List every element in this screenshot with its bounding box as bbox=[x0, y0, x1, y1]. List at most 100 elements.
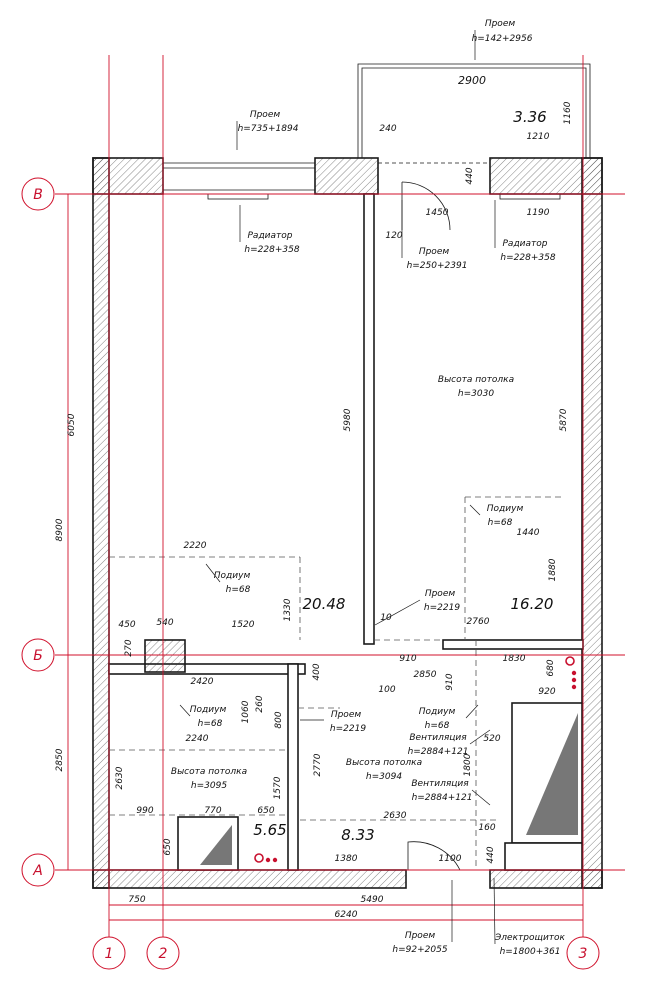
note-ceiling-hall-h: h=3094 bbox=[366, 772, 402, 782]
axis-bubble-a bbox=[21, 853, 55, 887]
annotations: Проем h=142+2956 Проем h=735+1894 Радиат… bbox=[171, 19, 566, 957]
dim-440-bottom: 440 bbox=[486, 846, 496, 863]
dim-5490: 5490 bbox=[361, 895, 384, 905]
note-electro: Электрощиток bbox=[494, 933, 566, 943]
note-ceiling-hall: Высота потолка bbox=[346, 758, 422, 768]
axis-lines bbox=[55, 55, 625, 940]
note-proem-left-h: h=735+1894 bbox=[238, 124, 299, 134]
wall-partition-right bbox=[442, 639, 584, 650]
axis-label-2: 2 bbox=[159, 946, 168, 962]
note-proem-corr: Проем bbox=[331, 710, 362, 720]
dim-1800: 1800 bbox=[463, 753, 473, 776]
axis-label-v: В bbox=[33, 187, 43, 203]
dim-1330: 1330 bbox=[283, 598, 293, 621]
dim-120: 120 bbox=[385, 231, 402, 241]
wall-bath-partition bbox=[287, 663, 299, 871]
dim-2420: 2420 bbox=[191, 677, 214, 687]
dim-2900: 2900 bbox=[458, 74, 486, 87]
area-bedroom: 16.20 bbox=[511, 595, 554, 613]
socket-ring-right bbox=[565, 656, 575, 666]
dim-440: 440 bbox=[465, 167, 475, 184]
area-hall: 8.33 bbox=[341, 826, 374, 844]
dim-2240: 2240 bbox=[186, 734, 209, 744]
note-vent-b-h: h=2884+121 bbox=[412, 793, 473, 803]
dim-750: 750 bbox=[128, 895, 145, 905]
note-ceiling-bath: Высота потолка bbox=[171, 767, 247, 777]
socket-ring-left bbox=[254, 853, 264, 863]
dim-8900: 8900 bbox=[55, 518, 65, 541]
note-radiator-right-h: h=228+358 bbox=[500, 253, 555, 263]
radiator-left bbox=[207, 193, 269, 200]
dim-6240: 6240 bbox=[335, 910, 358, 920]
note-radiator-left-h: h=228+358 bbox=[244, 245, 299, 255]
dim-450: 450 bbox=[118, 620, 135, 630]
room-areas: 3.36 20.48 16.20 5.65 8.33 bbox=[253, 108, 553, 844]
dim-5980: 5980 bbox=[343, 408, 353, 431]
dim-650-side: 650 bbox=[163, 838, 173, 855]
note-podium-bath-h: h=68 bbox=[198, 719, 223, 729]
note-podium-right: Подиум bbox=[487, 504, 524, 514]
dim-920: 920 bbox=[538, 687, 555, 697]
dim-1380: 1380 bbox=[335, 854, 358, 864]
dim-1100: 1100 bbox=[439, 854, 462, 864]
area-balcony: 3.36 bbox=[513, 108, 546, 126]
dim-100: 100 bbox=[378, 685, 395, 695]
wall-left bbox=[92, 157, 110, 889]
axis-bubble-b bbox=[21, 638, 55, 672]
dim-1830: 1830 bbox=[503, 654, 526, 664]
dim-680: 680 bbox=[546, 659, 556, 676]
dim-650-top: 650 bbox=[257, 806, 274, 816]
note-vent-a: Вентиляция bbox=[409, 733, 467, 743]
dim-2220: 2220 bbox=[184, 541, 207, 551]
dim-2850-left: 2850 bbox=[55, 748, 65, 771]
axis-bubble-2 bbox=[146, 936, 180, 970]
note-proem-door: Проем bbox=[419, 247, 450, 257]
note-podium-right-h: h=68 bbox=[488, 518, 513, 528]
note-podium-bath: Подиум bbox=[190, 705, 227, 715]
dim-2630-right: 2630 bbox=[384, 811, 407, 821]
dim-1440: 1440 bbox=[517, 528, 540, 538]
note-podium-left-h: h=68 bbox=[226, 585, 251, 595]
dim-270: 270 bbox=[124, 639, 134, 656]
note-radiator-right: Радиатор bbox=[503, 239, 548, 249]
dim-260: 260 bbox=[255, 695, 265, 712]
note-radiator-left: Радиатор bbox=[248, 231, 293, 241]
note-proem-mid-h: h=2219 bbox=[424, 603, 460, 613]
door-swing bbox=[401, 181, 451, 231]
axis-label-b: Б bbox=[33, 648, 43, 664]
note-proem-left: Проем bbox=[250, 110, 281, 120]
note-vent-a-h: h=2884+121 bbox=[408, 747, 469, 757]
dim-10: 10 bbox=[380, 613, 392, 623]
dashed-lines bbox=[109, 496, 565, 870]
axis-label-1: 1 bbox=[105, 946, 114, 962]
note-podium-vent: Подиум bbox=[419, 707, 456, 717]
wall-right bbox=[581, 157, 603, 889]
wall-top-pier-mid bbox=[314, 157, 379, 195]
dim-1190: 1190 bbox=[527, 208, 550, 218]
wall-top-pier-left bbox=[92, 157, 164, 195]
dim-2770: 2770 bbox=[313, 753, 323, 776]
wall-partition-vertical bbox=[363, 193, 375, 645]
dim-1520: 1520 bbox=[232, 620, 255, 630]
wall-column bbox=[144, 639, 186, 673]
axis-bubble-v bbox=[21, 177, 55, 211]
dim-800: 800 bbox=[274, 711, 284, 728]
dim-990: 990 bbox=[136, 806, 153, 816]
wall-bottom-left bbox=[92, 869, 407, 889]
axis-label-3: 3 bbox=[579, 946, 588, 962]
dim-1450: 1450 bbox=[426, 208, 449, 218]
axis-bubbles bbox=[21, 177, 600, 970]
dim-2760: 2760 bbox=[467, 617, 490, 627]
note-podium-left: Подиум bbox=[214, 571, 251, 581]
note-electro-h: h=1800+361 bbox=[500, 947, 561, 957]
dim-400: 400 bbox=[312, 663, 322, 680]
dim-2850-mid: 2850 bbox=[414, 670, 437, 680]
leader-lines bbox=[179, 30, 496, 945]
dim-910-right: 910 bbox=[445, 673, 455, 690]
shafts bbox=[200, 713, 578, 865]
dim-1210: 1210 bbox=[527, 132, 550, 142]
dim-5870: 5870 bbox=[559, 408, 569, 431]
shaft-right-lower bbox=[504, 842, 583, 871]
